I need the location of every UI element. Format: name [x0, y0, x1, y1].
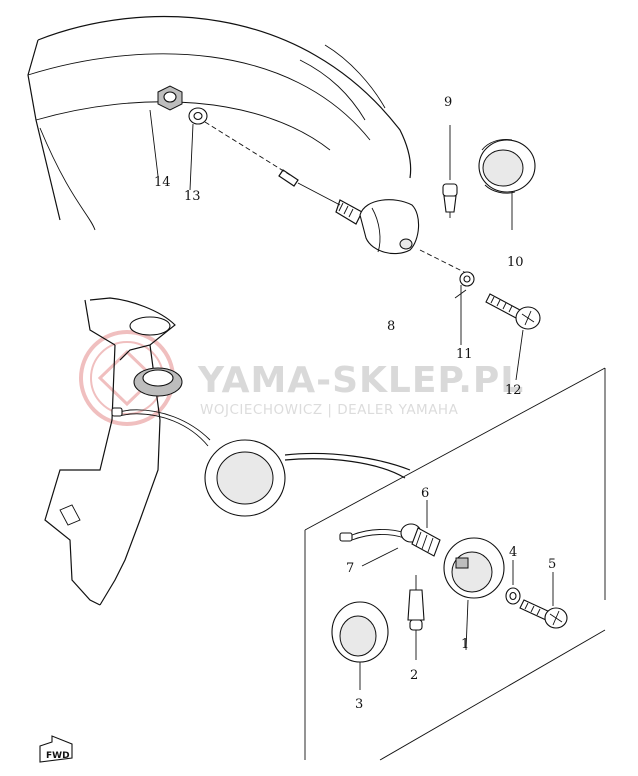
- socket-icon: [400, 523, 441, 557]
- flasher-housing-icon: [443, 537, 505, 651]
- watermark: YAMA-SKLEP.PL WOJCIECHOWICZ | DEALER YAM…: [79, 330, 524, 426]
- part-label-13: 13: [184, 189, 201, 204]
- part-label-4: 4: [509, 545, 517, 560]
- screw-icon: [485, 293, 541, 381]
- watermark-title: YAMA-SKLEP.PL: [197, 360, 524, 401]
- nut-icon: [157, 85, 183, 111]
- part-label-1: 1: [461, 637, 469, 652]
- part-label-8: 8: [387, 319, 395, 334]
- fwd-arrow-icon: FWD: [39, 735, 73, 763]
- part-label-3: 3: [355, 697, 363, 712]
- part-label-11: 11: [456, 347, 473, 362]
- detail-callout-box: [304, 367, 606, 761]
- part-label-7: 7: [346, 561, 354, 576]
- small-bulb-icon: [407, 575, 425, 660]
- fwd-label: FWD: [46, 751, 70, 761]
- part-label-12: 12: [505, 383, 522, 398]
- small-washer-icon: [505, 560, 521, 605]
- front-fender: [27, 16, 412, 231]
- washer-icon: [188, 107, 208, 125]
- watermark-subtitle: WOJCIECHOWICZ | DEALER YAMAHA: [200, 402, 459, 418]
- part-label-6: 6: [421, 486, 429, 501]
- mounted-flasher: [111, 407, 411, 517]
- upper-flasher-assembly: [204, 121, 471, 276]
- small-screw-icon: [519, 572, 568, 629]
- part-label-2: 2: [410, 668, 418, 683]
- lock-washer-icon: [459, 271, 475, 345]
- fork-bracket: [44, 297, 183, 606]
- small-lens-icon: [331, 601, 389, 690]
- part-label-10: 10: [507, 255, 524, 270]
- part-label-5: 5: [548, 557, 556, 572]
- wire-lead-icon: [339, 529, 406, 542]
- lens-icon: [478, 139, 536, 230]
- part-label-14: 14: [154, 175, 171, 190]
- bulb-icon: [442, 125, 458, 218]
- part-label-9: 9: [444, 95, 452, 110]
